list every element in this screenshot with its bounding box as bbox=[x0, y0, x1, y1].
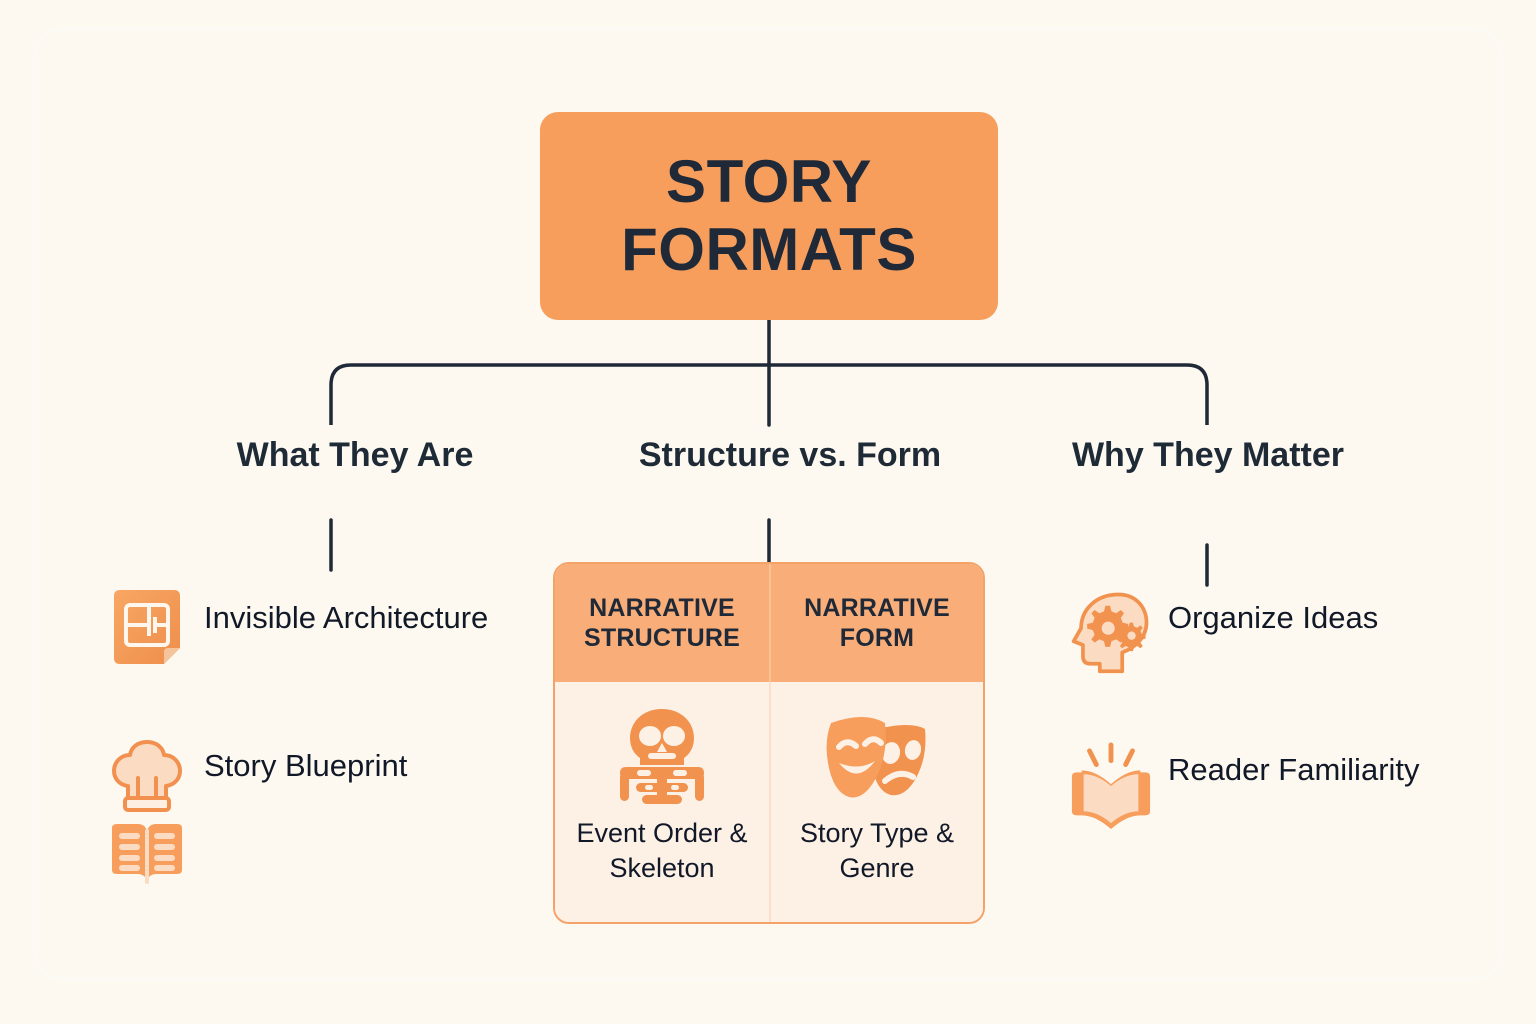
list-item-label: Story Blueprint bbox=[204, 748, 408, 783]
list-item-label: Organize Ideas bbox=[1168, 600, 1379, 635]
branch-label-what-they-are: What They Are bbox=[236, 436, 474, 474]
skeleton-icon bbox=[600, 702, 724, 808]
page-title: STORY FORMATS bbox=[621, 148, 917, 284]
title-line-1: STORY bbox=[666, 148, 872, 216]
list-item: Organize Ideas bbox=[1068, 588, 1468, 674]
table-cell-caption: Event Order & Skeleton bbox=[576, 818, 748, 884]
table-cell-narrative-structure: Event Order & Skeleton bbox=[555, 682, 769, 922]
table-cell-narrative-form: Story Type & Genre bbox=[769, 682, 983, 922]
list-item: Invisible Architecture bbox=[104, 588, 504, 670]
title-line-2: FORMATS bbox=[621, 216, 917, 283]
chef-hat-icon bbox=[104, 736, 190, 816]
head-with-gears-icon bbox=[1068, 588, 1154, 674]
comparison-table: NARRATIVE STRUCTURE NARRATIVE FORM bbox=[553, 562, 985, 924]
column-header-narrative-structure: NARRATIVE STRUCTURE bbox=[584, 593, 740, 653]
table-body-row: Event Order & Skeleton bbox=[555, 682, 983, 922]
list-item: Story Blueprint bbox=[104, 736, 504, 816]
table-header-row: NARRATIVE STRUCTURE NARRATIVE FORM bbox=[555, 564, 983, 682]
open-book-rays-icon bbox=[1068, 740, 1154, 834]
branch-label-structure-vs-form: Structure vs. Form bbox=[638, 436, 942, 474]
column-header-narrative-form: NARRATIVE FORM bbox=[769, 564, 983, 682]
list-item-label: Invisible Architecture bbox=[204, 600, 489, 635]
list-item-label: Reader Familiarity bbox=[1168, 752, 1420, 787]
open-book-icon bbox=[104, 820, 190, 888]
diagram-title-box: STORY FORMATS bbox=[540, 112, 998, 320]
theater-masks-icon bbox=[815, 702, 939, 808]
branch-label-why-they-matter: Why They Matter bbox=[1071, 436, 1345, 474]
list-item: Reader Familiarity bbox=[1068, 740, 1468, 834]
blueprint-floorplan-icon bbox=[104, 588, 190, 670]
table-cell-caption: Story Type & Genre bbox=[799, 818, 955, 884]
